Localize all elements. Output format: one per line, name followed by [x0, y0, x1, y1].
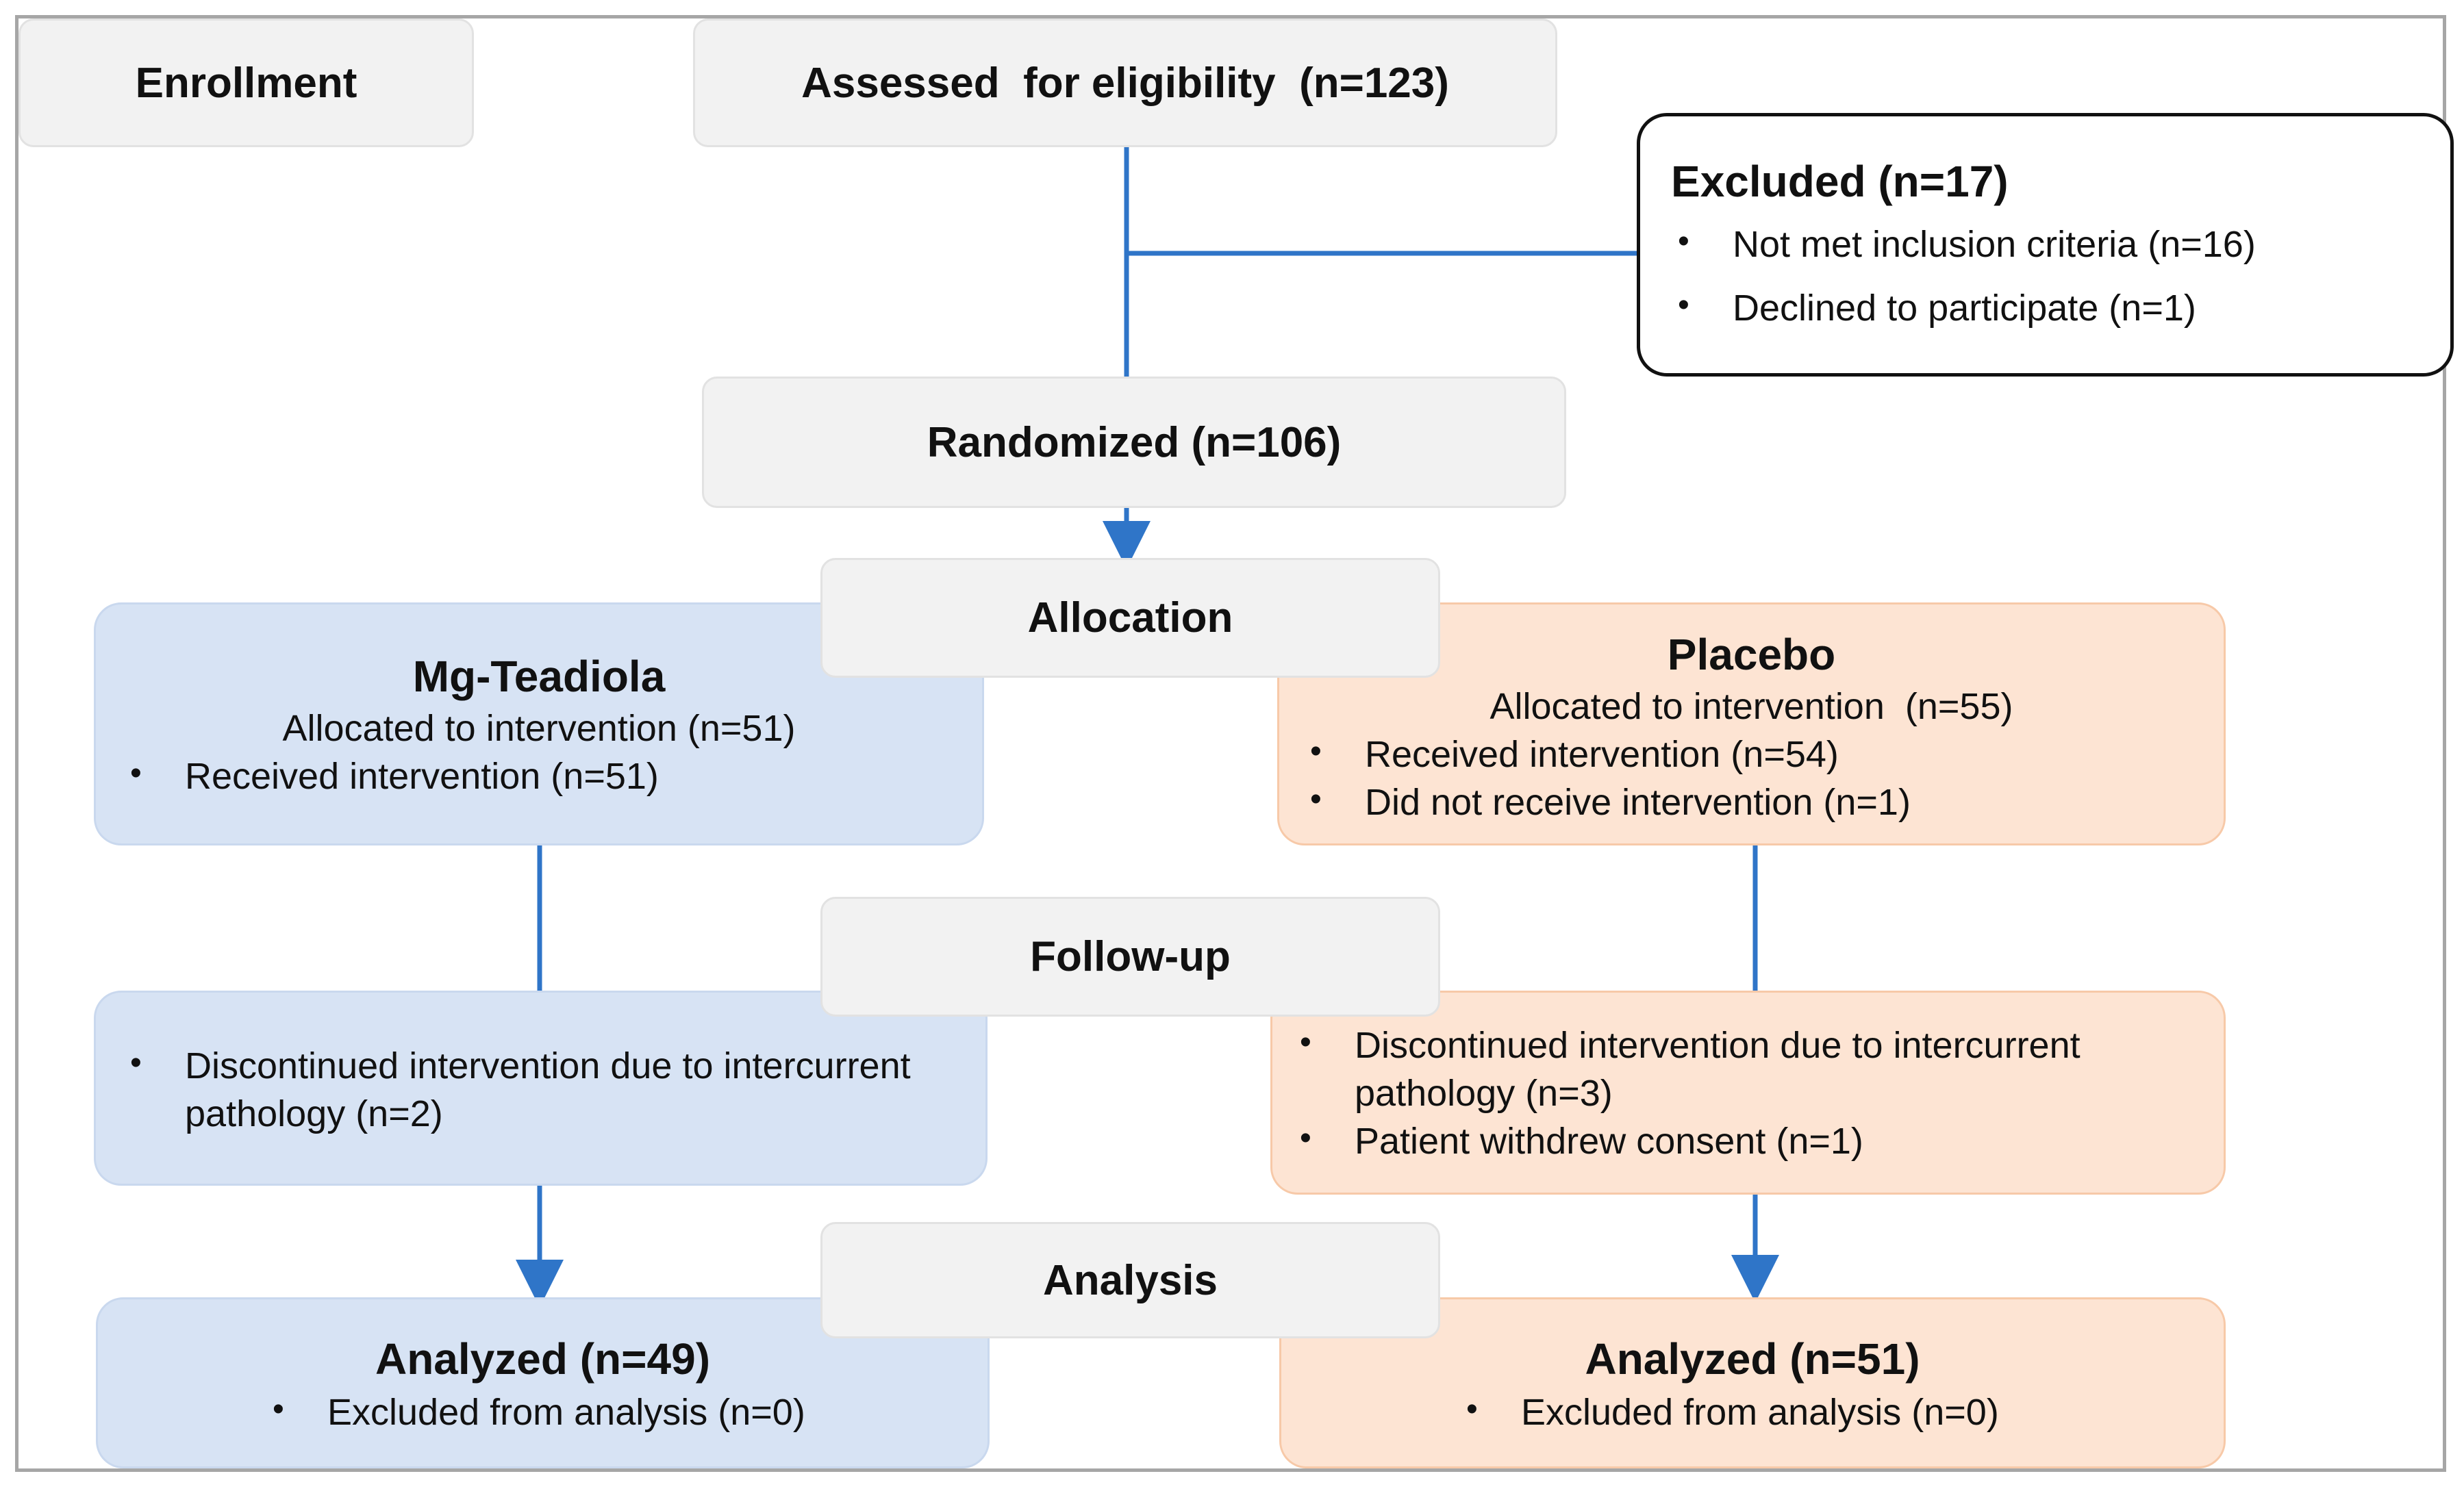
arm-a-analysis-item: Excluded from analysis (n=0)	[266, 1388, 988, 1436]
stage-allocation: Allocation	[820, 558, 1440, 678]
assessed-label: Assessed for eligibility (n=123)	[801, 59, 1449, 107]
arm-a-allocation-item: Received intervention (n=51)	[123, 752, 982, 800]
stage-enrollment-label: Enrollment	[135, 59, 357, 107]
stage-analysis: Analysis	[820, 1222, 1440, 1338]
assessed-box: Assessed for eligibility (n=123)	[693, 18, 1557, 147]
arm-b-followup-item: Patient withdrew consent (n=1)	[1293, 1117, 2196, 1165]
stage-followup: Follow-up	[820, 897, 1440, 1017]
stage-enrollment: Enrollment	[18, 18, 474, 147]
excluded-box: Excluded (n=17) Not met inclusion criter…	[1637, 113, 2454, 377]
arm-a-followup-item: Discontinued intervention due to intercu…	[123, 1042, 958, 1138]
arm-b-followup-item: Discontinued intervention due to intercu…	[1293, 1021, 2196, 1117]
arm-b-name: Placebo	[1667, 630, 1836, 679]
arm-a-allocated: Allocated to intervention (n=51)	[282, 708, 796, 750]
arm-a-name: Mg-Teadiola	[412, 652, 666, 701]
stage-analysis-label: Analysis	[1042, 1256, 1218, 1304]
arm-b-analyzed: Analyzed (n=51)	[1585, 1334, 1920, 1384]
excluded-item: Declined to participate (n=1)	[1671, 284, 2423, 332]
arm-b-analysis-item: Excluded from analysis (n=0)	[1459, 1388, 2224, 1436]
arm-a-allocation-box: Mg-Teadiola Allocated to intervention (n…	[94, 602, 984, 845]
excluded-title: Excluded (n=17)	[1671, 157, 2009, 206]
arm-a-followup-box: Discontinued intervention due to intercu…	[94, 991, 988, 1186]
randomized-box: Randomized (n=106)	[702, 377, 1566, 508]
arm-a-analyzed: Analyzed (n=49)	[375, 1334, 711, 1384]
diagram-frame	[15, 15, 2446, 1472]
randomized-label: Randomized (n=106)	[927, 418, 1342, 466]
excluded-item: Not met inclusion criteria (n=16)	[1671, 220, 2423, 268]
stage-allocation-label: Allocation	[1027, 594, 1233, 641]
arm-b-followup-box: Discontinued intervention due to intercu…	[1270, 991, 2226, 1195]
arm-b-allocation-box: Placebo Allocated to intervention (n=55)…	[1277, 602, 2226, 845]
arm-b-allocation-item: Did not receive intervention (n=1)	[1303, 778, 2224, 826]
stage-followup-label: Follow-up	[1030, 933, 1231, 980]
arm-b-allocation-item: Received intervention (n=54)	[1303, 730, 2224, 778]
arm-b-allocated: Allocated to intervention (n=55)	[1489, 686, 2013, 728]
